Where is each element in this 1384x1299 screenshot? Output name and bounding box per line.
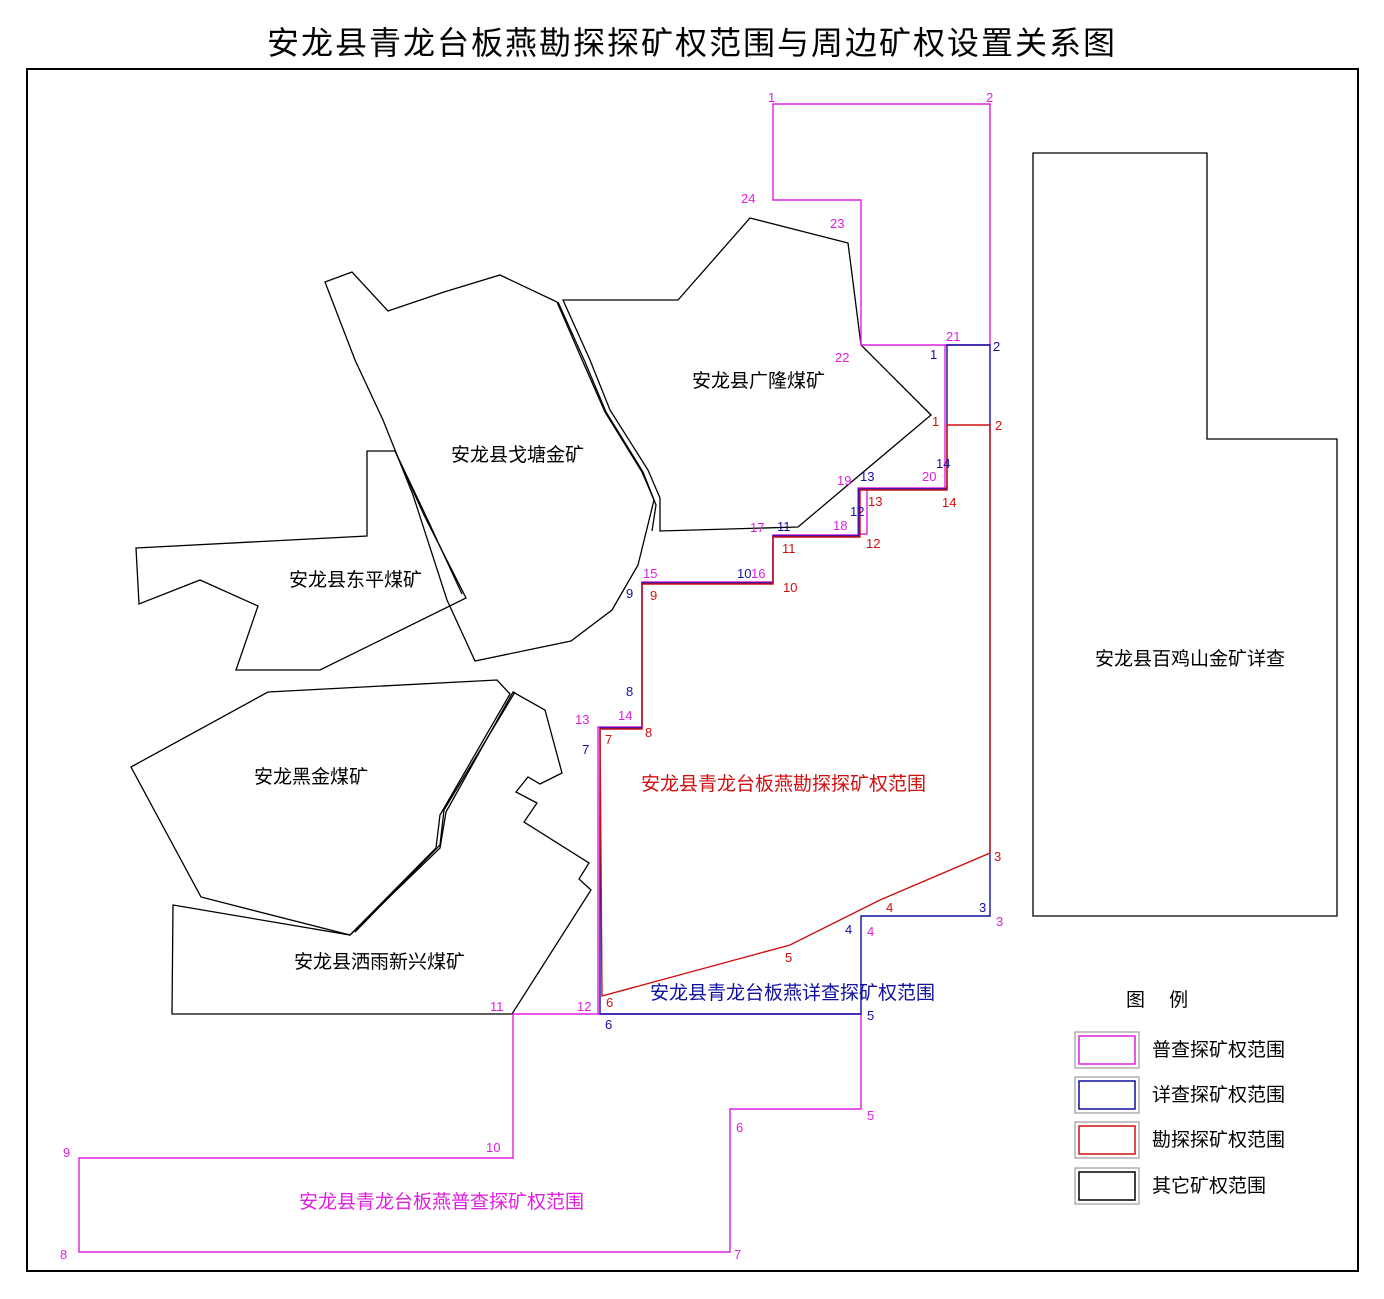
putong-point: 6	[736, 1120, 743, 1135]
putong-point: 18	[833, 518, 847, 533]
xiangcha-point: 3	[979, 900, 986, 915]
putong-point: 13	[575, 712, 589, 727]
xiangcha-point: 13	[860, 469, 874, 484]
putong-point: 23	[830, 216, 844, 231]
legend-swatch-frame	[1074, 1076, 1140, 1114]
xiangcha-point: 1	[930, 347, 937, 362]
legend-label: 勘探探矿权范围	[1152, 1129, 1285, 1151]
putong-point: 11	[490, 999, 504, 1014]
legend-item-putong: 普查探矿权范围	[1074, 1031, 1285, 1069]
kantan-point: 2	[995, 418, 1002, 433]
putong-point: 2	[986, 90, 993, 105]
putong-area-label: 安龙县青龙台板燕普查探矿权范围	[299, 1191, 584, 1213]
heijin-coal-boundary	[130, 679, 511, 936]
xiangcha-point-labels: 1 2 14 13 12 11 10 9 8 7 6 5 4 3	[582, 339, 1000, 1032]
putong-point: 7	[734, 1247, 741, 1262]
putong-point-labels: 1 2 24 23 21 22 19 20 18 17 15 16 14 13 …	[60, 90, 1003, 1262]
putong-point: 24	[741, 191, 755, 206]
kantan-point: 13	[868, 494, 882, 509]
kantan-point: 5	[785, 950, 792, 965]
getang-gold-boundary	[324, 271, 655, 662]
baijishan-gold-boundary	[1032, 152, 1338, 917]
xiangcha-point: 9	[626, 586, 633, 601]
legend-label: 详查探矿权范围	[1152, 1084, 1285, 1106]
legend: 图 例 普查探矿权范围 详查探矿权范围 勘探探矿权范围 其它矿权范围	[1074, 989, 1285, 1205]
legend-item-kantan: 勘探探矿权范围	[1074, 1121, 1285, 1159]
dongping-inner-line	[394, 450, 463, 595]
xiangcha-point: 6	[605, 1017, 612, 1032]
putong-point: 8	[60, 1247, 67, 1262]
xiangcha-boundary	[599, 344, 991, 1015]
putong-point: 22	[835, 350, 849, 365]
xiangcha-point: 4	[845, 922, 852, 937]
xiangcha-point: 2	[993, 339, 1000, 354]
saiyu-coal-label: 安龙县洒雨新兴煤矿	[294, 951, 465, 973]
putong-point: 21	[946, 329, 960, 344]
legend-swatch-frame	[1074, 1031, 1140, 1069]
putong-point: 17	[750, 520, 764, 535]
saiyu-coal-boundary	[171, 691, 592, 1015]
kantan-point: 8	[645, 725, 652, 740]
kantan-boundary	[599, 424, 991, 997]
kantan-point: 4	[886, 900, 893, 915]
kantan-area-label: 安龙县青龙台板燕勘探探矿权范围	[641, 773, 926, 795]
putong-point: 1	[768, 90, 775, 105]
kantan-point: 9	[650, 588, 657, 603]
kantan-point: 11	[782, 541, 796, 556]
xiangcha-point: 8	[626, 684, 633, 699]
kantan-point: 1	[932, 414, 939, 429]
legend-item-xiangcha: 详查探矿权范围	[1074, 1076, 1285, 1114]
guanglong-coal-label: 安龙县广隆煤矿	[692, 370, 825, 392]
xiangcha-point: 14	[936, 456, 950, 471]
kantan-point-labels: 1 2 14 13 12 11 10 9 8 7 6 5 4 3	[605, 414, 1002, 1010]
putong-point: 10	[486, 1140, 500, 1155]
legend-swatch-frame	[1074, 1167, 1140, 1205]
kantan-point: 6	[606, 995, 613, 1010]
legend-item-other: 其它矿权范围	[1074, 1167, 1266, 1205]
putong-point: 16	[751, 566, 765, 581]
legend-swatch	[1078, 1125, 1136, 1155]
baijishan-gold-label: 安龙县百鸡山金矿详查	[1095, 648, 1285, 670]
putong-point: 3	[996, 914, 1003, 929]
dongping-coal-label: 安龙县东平煤矿	[289, 569, 422, 591]
legend-swatch-frame	[1074, 1121, 1140, 1159]
xiangcha-point: 11	[777, 519, 791, 534]
legend-label: 普查探矿权范围	[1152, 1039, 1285, 1061]
xiangcha-point: 5	[867, 1008, 874, 1023]
kantan-point: 14	[942, 495, 956, 510]
putong-point: 4	[867, 924, 874, 939]
kantan-point: 3	[994, 849, 1001, 864]
putong-point: 15	[643, 566, 657, 581]
kantan-point: 12	[866, 536, 880, 551]
xiangcha-point: 10	[737, 566, 751, 581]
map-title: 安龙县青龙台板燕勘探探矿权范围与周边矿权设置关系图	[266, 24, 1117, 62]
heijin-coal-label: 安龙黑金煤矿	[254, 766, 368, 788]
legend-swatch	[1078, 1035, 1136, 1065]
xiangcha-area-label: 安龙县青龙台板燕详查探矿权范围	[650, 982, 935, 1004]
putong-point: 12	[577, 999, 591, 1014]
putong-point: 9	[63, 1145, 70, 1160]
getang-gold-label: 安龙县戈塘金矿	[451, 444, 584, 466]
putong-boundary	[78, 103, 991, 1253]
putong-point: 19	[837, 473, 851, 488]
legend-label: 其它矿权范围	[1152, 1175, 1266, 1197]
legend-swatch	[1078, 1171, 1136, 1201]
map-frame	[26, 68, 1359, 1272]
legend-swatch	[1078, 1080, 1136, 1110]
putong-point: 20	[922, 469, 936, 484]
xiangcha-point: 7	[582, 742, 589, 757]
legend-title: 图 例	[1126, 989, 1188, 1011]
guanglong-coal-boundary	[561, 217, 932, 532]
xiangcha-point: 12	[850, 504, 864, 519]
putong-point: 14	[618, 708, 632, 723]
guanglong-inner-line	[557, 301, 657, 532]
putong-point: 5	[867, 1108, 874, 1123]
kantan-point: 10	[783, 580, 797, 595]
kantan-point: 7	[605, 732, 612, 747]
other-mining-areas	[130, 152, 1338, 1015]
dongping-coal-boundary	[135, 450, 467, 671]
